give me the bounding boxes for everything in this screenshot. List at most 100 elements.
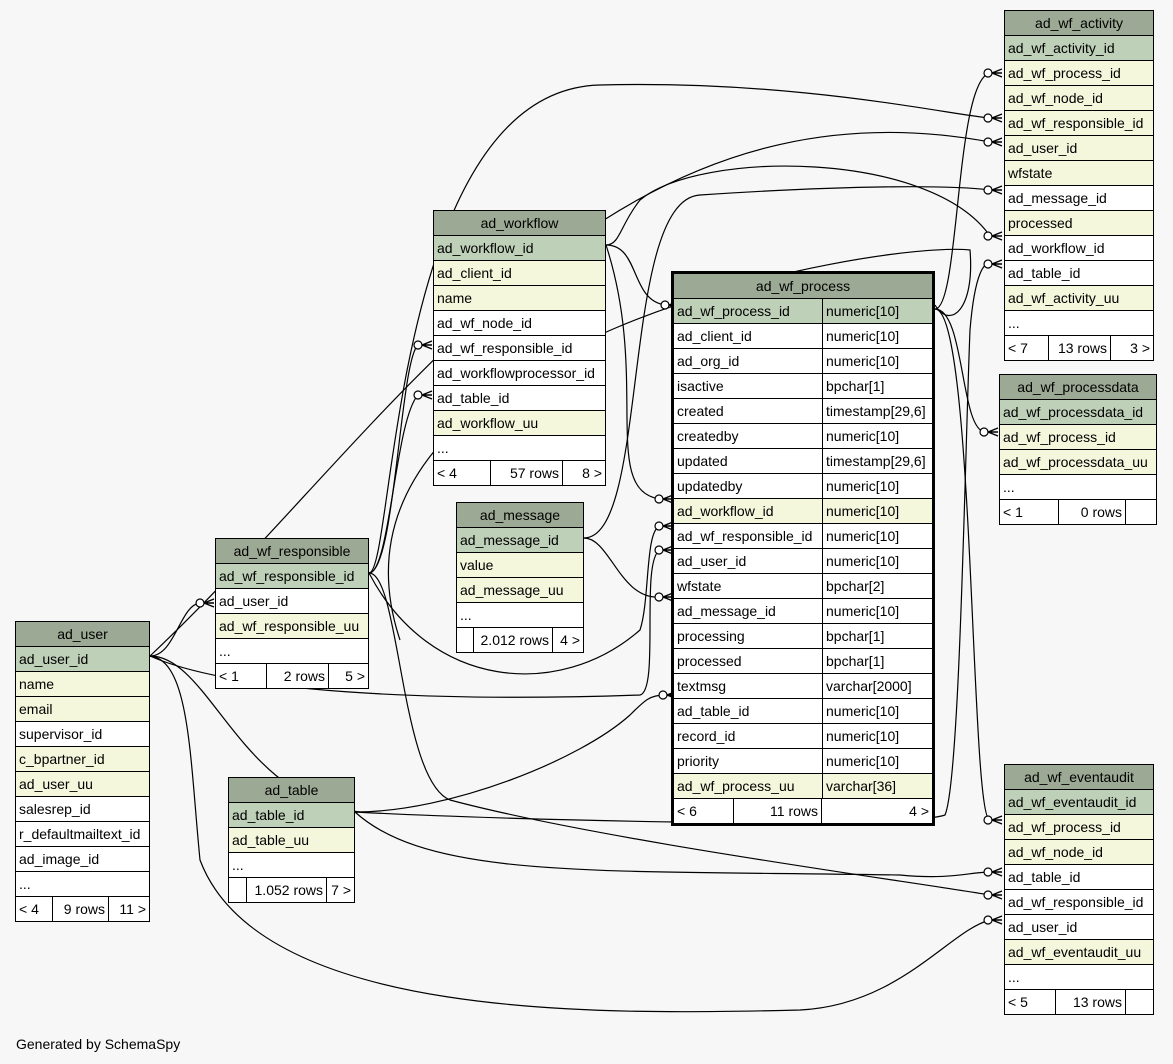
children-link[interactable]: 4 >: [909, 803, 929, 819]
table-row[interactable]: ad_table_id: [229, 803, 354, 828]
table-row[interactable]: ...: [229, 853, 354, 878]
parents-link[interactable]: [457, 628, 474, 652]
table-row[interactable]: wfstate: [1005, 161, 1153, 186]
table-row[interactable]: ad_wf_node_id: [1005, 86, 1153, 111]
parents-link[interactable]: < 7: [1005, 336, 1049, 360]
table-row[interactable]: ad_workflow_id: [434, 236, 605, 261]
parents-link[interactable]: < 5: [1005, 990, 1056, 1014]
children-link[interactable]: [1126, 990, 1153, 1014]
parents-link[interactable]: < 4: [16, 897, 53, 921]
table-row[interactable]: value: [457, 553, 583, 578]
table-row[interactable]: ...: [216, 639, 368, 664]
table-title[interactable]: ad_wf_processdata: [1000, 375, 1156, 400]
table-row[interactable]: ad_message_id: [1005, 186, 1153, 211]
table-title[interactable]: ad_user: [16, 622, 149, 647]
children-link[interactable]: 7 >: [331, 882, 351, 898]
parents-link[interactable]: < 1: [1000, 500, 1059, 524]
table-row[interactable]: name: [16, 672, 149, 697]
table-row[interactable]: ad_wf_activity_id: [1005, 36, 1153, 61]
table-title[interactable]: ad_workflow: [434, 211, 605, 236]
children-link[interactable]: 11 >: [119, 901, 146, 917]
table-row[interactable]: ad_workflow_id: [1005, 236, 1153, 261]
table-title[interactable]: ad_wf_activity: [1005, 11, 1153, 36]
parents-link[interactable]: < 1: [216, 664, 267, 688]
table-row[interactable]: ad_wf_responsible_id: [1005, 890, 1153, 915]
table-row[interactable]: ad_wf_processdata_id: [1000, 400, 1156, 425]
table-row[interactable]: ad_wf_process_id: [1005, 815, 1153, 840]
table-row[interactable]: ad_user_uu: [16, 772, 149, 797]
children-link[interactable]: [1126, 500, 1156, 524]
table-row[interactable]: ad_wf_node_id: [1005, 840, 1153, 865]
table-row[interactable]: ad_table_id: [434, 386, 605, 411]
children-link[interactable]: 4 >: [560, 632, 580, 648]
table-row[interactable]: ad_message_id: [457, 528, 583, 553]
table-row[interactable]: ad_wf_processdata_uu: [1000, 450, 1156, 475]
table-row[interactable]: ad_wf_eventaudit_id: [1005, 790, 1153, 815]
table-row[interactable]: processed: [1005, 211, 1153, 236]
table-row[interactable]: ad_user_id: [1005, 915, 1153, 940]
table-row[interactable]: r_defaultmailtext_id: [16, 822, 149, 847]
table-row[interactable]: ad_user_id: [1005, 136, 1153, 161]
table-row[interactable]: ad_workflowprocessor_id: [434, 361, 605, 386]
table-row[interactable]: name: [434, 286, 605, 311]
parents-link[interactable]: [229, 878, 247, 902]
table-row[interactable]: ad_wf_node_id: [434, 311, 605, 336]
table-row[interactable]: supervisor_id: [16, 722, 149, 747]
table-title[interactable]: ad_wf_eventaudit: [1005, 765, 1153, 790]
table-row[interactable]: ad_table_id: [1005, 261, 1153, 286]
table-row[interactable]: ...: [1000, 475, 1156, 500]
table-row[interactable]: ad_wf_responsible_id: [1005, 111, 1153, 136]
children-link[interactable]: 3 >: [1130, 340, 1150, 356]
table-row[interactable]: ad_image_id: [16, 847, 149, 872]
table-row[interactable]: ...: [16, 872, 149, 897]
table-row[interactable]: ...: [1005, 311, 1153, 336]
table-row[interactable]: ad_workflow_uu: [434, 411, 605, 436]
table-row[interactable]: ad_user_id: [216, 589, 368, 614]
table-row[interactable]: ad_message_uu: [457, 578, 583, 603]
table-row[interactable]: salesrep_id: [16, 797, 149, 822]
table-row[interactable]: ad_client_id: [434, 261, 605, 286]
table-row[interactable]: ...: [1005, 965, 1153, 990]
table-row[interactable]: ad_wf_responsible_id: [216, 564, 368, 589]
children-link[interactable]: 8 >: [582, 465, 602, 481]
table-row[interactable]: ...: [434, 436, 605, 461]
table-row[interactable]: email: [16, 697, 149, 722]
table-row[interactable]: ad_wf_eventaudit_uu: [1005, 940, 1153, 965]
table-title[interactable]: ad_table: [229, 778, 354, 803]
table-row[interactable]: ad_table_uu: [229, 828, 354, 853]
parents-link[interactable]: < 6: [674, 799, 734, 823]
table-row[interactable]: ...: [457, 603, 583, 628]
table-row[interactable]: ad_wf_responsible_uu: [216, 614, 368, 639]
table-row[interactable]: ad_user_id: [16, 647, 149, 672]
parents-link[interactable]: < 4: [434, 461, 491, 485]
table-title[interactable]: ad_message: [457, 503, 583, 528]
